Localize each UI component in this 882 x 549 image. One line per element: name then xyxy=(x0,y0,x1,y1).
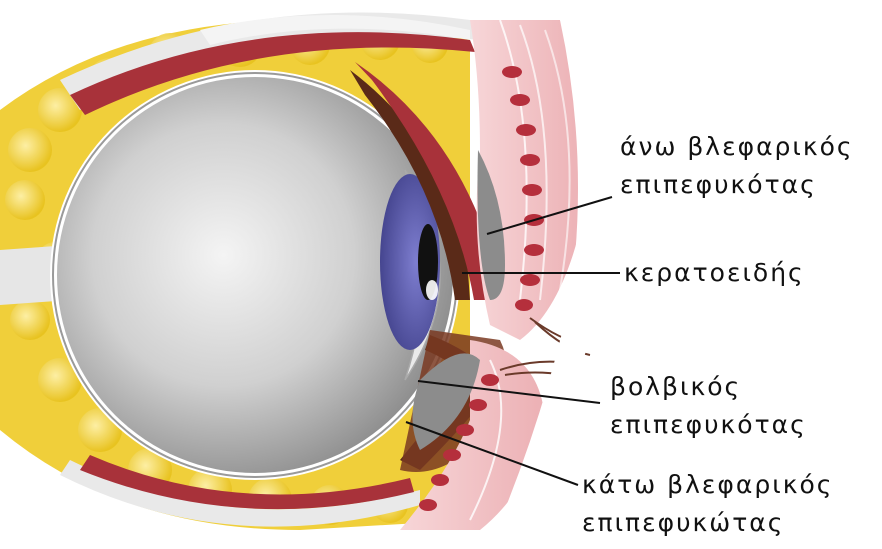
label-upper-palpebral-line1: άνω βλεφαρικός xyxy=(620,132,854,162)
label-bulbar-line1: βολβικός xyxy=(610,372,741,402)
label-lower-palpebral-line1: κάτω βλεφαρικός xyxy=(582,470,833,500)
label-upper-palpebral-line2: επιπεφυκότας xyxy=(620,170,817,200)
label-bulbar-line2: επιπεφυκότας xyxy=(610,410,807,440)
label-lower-palpebral-line2: επιπεφυκώτας xyxy=(582,508,784,538)
label-cornea: κερατοειδής xyxy=(624,258,805,288)
